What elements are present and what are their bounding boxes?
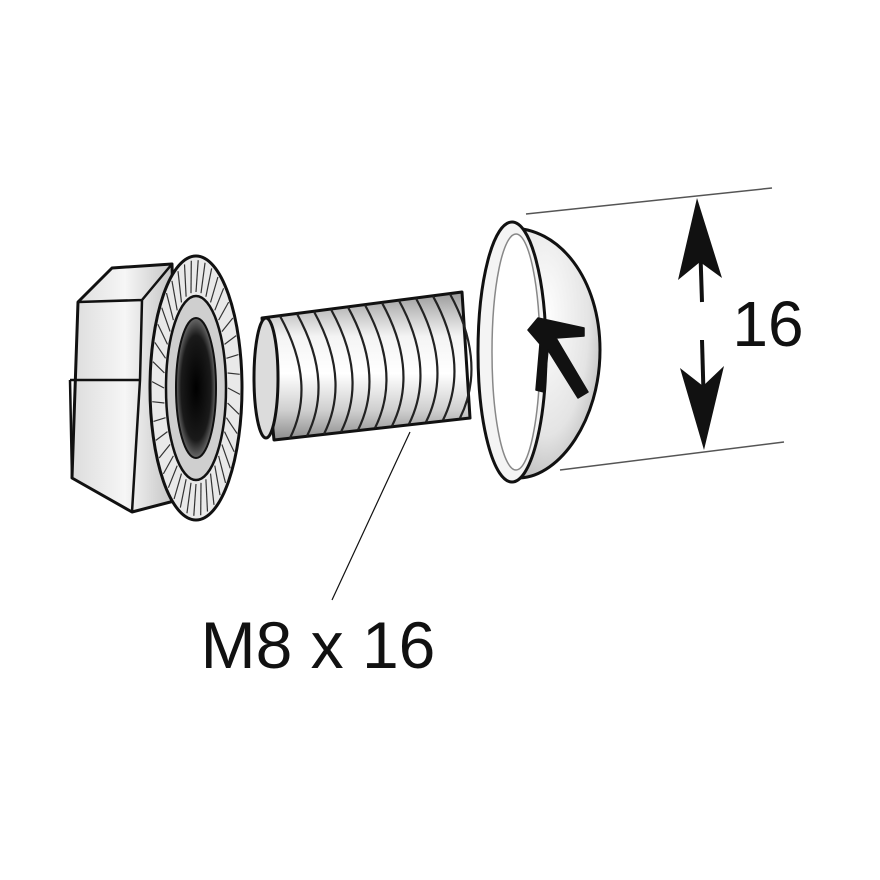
- nut-hole: [175, 317, 217, 459]
- shank-end: [252, 316, 280, 440]
- flange-serration: [167, 465, 178, 488]
- nut-flange-serrations: [151, 260, 241, 516]
- flange-serration: [171, 280, 178, 311]
- flange-serration: [179, 479, 187, 508]
- flange-serration: [218, 455, 227, 484]
- arrow-down-icon: [680, 366, 724, 450]
- cross-recess-icon: [527, 317, 589, 399]
- flange-serration: [209, 276, 219, 303]
- flange-serration: [209, 473, 215, 505]
- flange-serration: [177, 271, 183, 303]
- flange-serration: [223, 431, 235, 452]
- thread-ridge: [449, 293, 473, 419]
- flange-serration: [152, 401, 165, 404]
- flange-serration: [195, 260, 199, 293]
- flange-serration: [227, 372, 240, 375]
- shank-body: [260, 290, 472, 442]
- flange-serration: [173, 473, 183, 500]
- flange-serration: [227, 387, 241, 395]
- flange-serration: [155, 431, 168, 441]
- thread-ridge: [364, 304, 388, 429]
- flange-serration: [151, 381, 165, 389]
- flange-serration: [221, 317, 234, 332]
- flange-serration: [218, 301, 230, 321]
- flange-serration: [205, 479, 209, 512]
- flange-nut: [68, 254, 244, 522]
- flange-serration: [154, 342, 167, 359]
- extension-line-bottom: [559, 441, 785, 471]
- flange-serration: [227, 402, 240, 415]
- thread-ridge: [347, 306, 371, 431]
- size-callout: M8 x 16: [201, 431, 436, 682]
- thread-ridge: [432, 295, 456, 421]
- thread-ridge: [381, 302, 405, 427]
- size-label: M8 x 16: [201, 608, 436, 682]
- flange-serration: [183, 264, 187, 297]
- flange-serration: [200, 262, 206, 294]
- flange-serration: [221, 444, 231, 469]
- flange-serration: [226, 354, 239, 359]
- extension-line-top: [525, 187, 773, 215]
- flange-serration: [214, 465, 221, 496]
- flange-serration: [158, 444, 171, 459]
- dimension-label: 16: [732, 288, 803, 360]
- flange-serration: [165, 292, 174, 321]
- flange-serration: [162, 455, 174, 475]
- flange-serration: [214, 288, 225, 311]
- flange-serration: [186, 482, 192, 514]
- thread-ridge: [313, 311, 337, 435]
- flange-serration: [157, 324, 169, 345]
- flange-serration: [225, 417, 238, 434]
- bolt-head-rim-inner: [491, 233, 541, 471]
- bolt-shank: [252, 290, 473, 442]
- dimension-16: 16: [525, 187, 804, 471]
- flange-serration: [224, 335, 237, 345]
- thread-ridge: [296, 313, 320, 437]
- shank-threads: [279, 293, 473, 439]
- flange-serration: [152, 361, 165, 374]
- thread-ridge: [330, 308, 354, 433]
- arrow-up-icon: [678, 198, 722, 280]
- thread-ridge: [398, 300, 422, 425]
- bolt-head: [476, 220, 602, 484]
- nut-hex-edge: [68, 263, 173, 513]
- flange-serration: [193, 483, 197, 516]
- flange-serration: [205, 268, 213, 297]
- thread-ridge: [415, 297, 439, 423]
- leader-line: [331, 431, 411, 601]
- flange-serration: [153, 417, 166, 422]
- flange-serration: [161, 307, 171, 332]
- thread-ridge: [279, 315, 303, 439]
